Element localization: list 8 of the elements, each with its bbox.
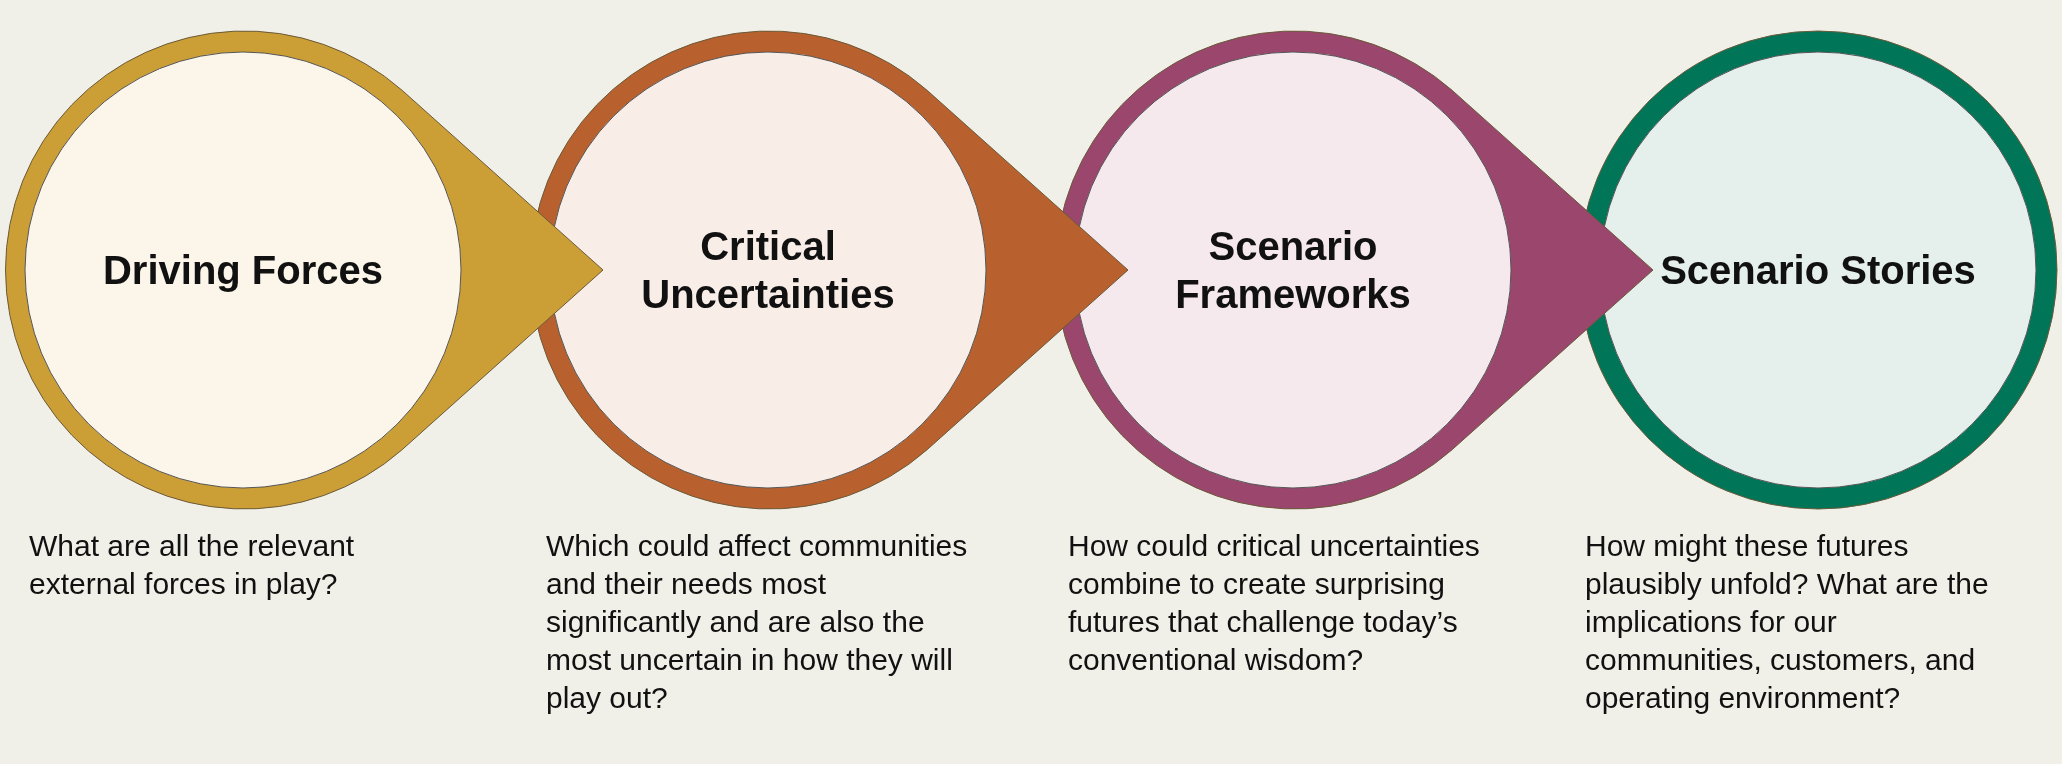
stage-title: Scenario Stories <box>1660 247 1976 294</box>
stage-question: What are all the relevant external forces in play? <box>29 528 356 602</box>
stage-question: Which could affect communities and their needs most significantly and are also the most uncertain in how they will play out? <box>546 528 969 716</box>
stage-question: How might these futures plausibly unfold? What are the implications for our communities, customers, and operating environment? <box>1585 528 1990 716</box>
stage-title: Scenario Frameworks <box>1174 223 1412 318</box>
stage-title: Critical Uncertainties <box>640 223 896 318</box>
stage-title: Driving Forces <box>102 247 384 294</box>
stage-question: How could critical uncertainties combine to create surprising futures that challenge today’s conventional wisdom? <box>1068 528 1481 678</box>
